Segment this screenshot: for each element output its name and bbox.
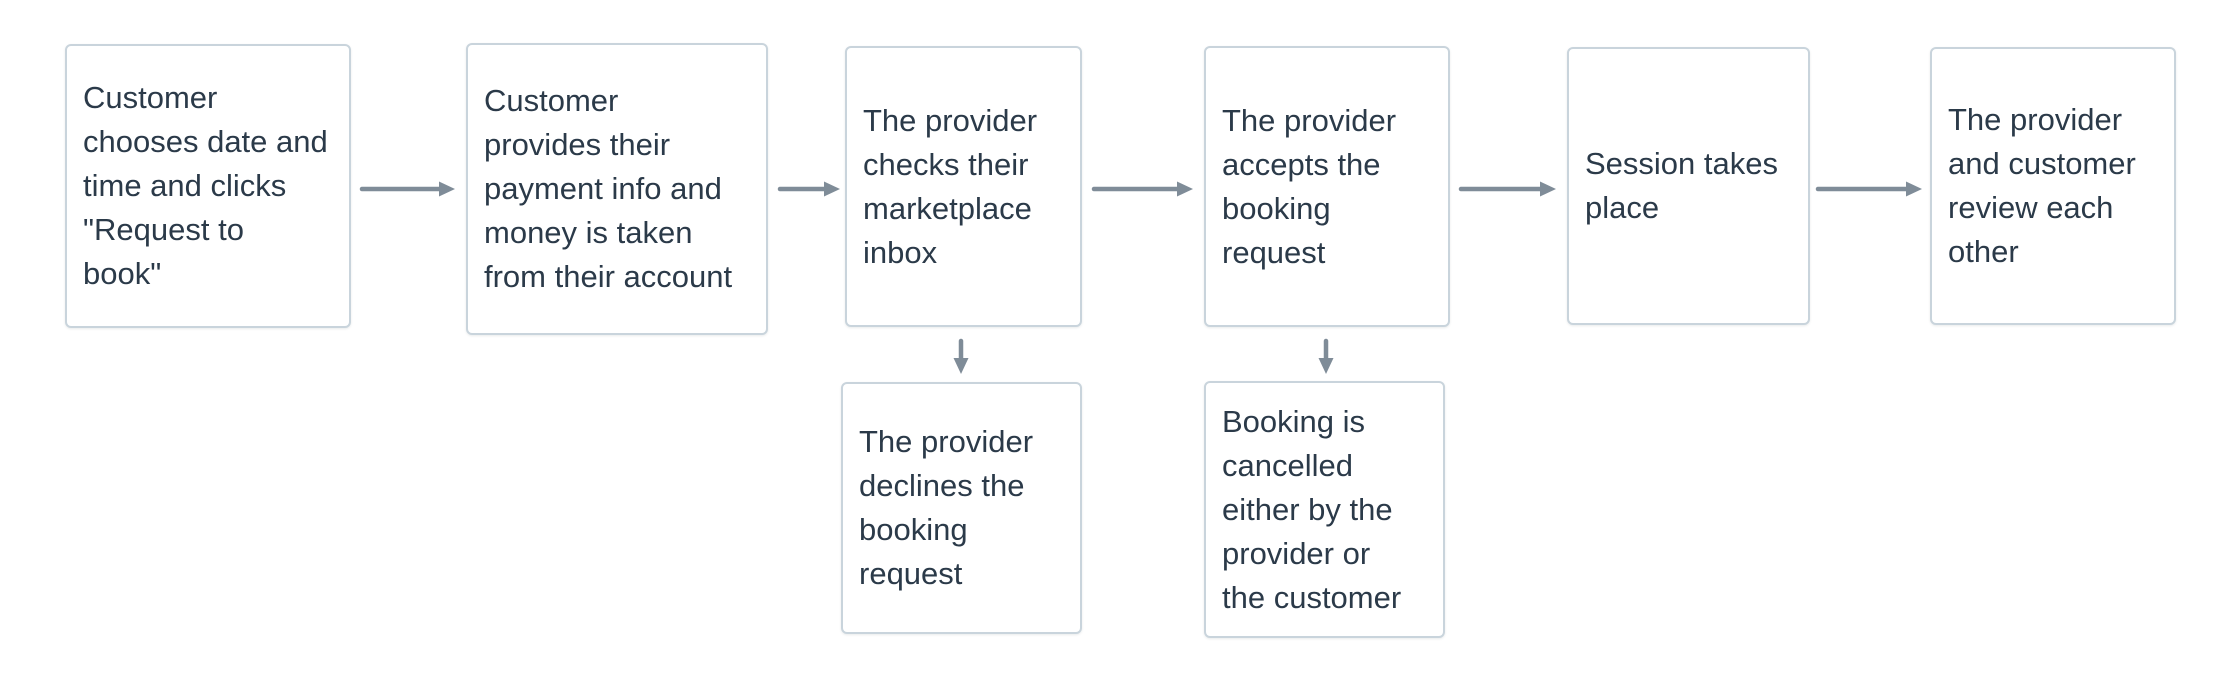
flow-node-text: Customer chooses date and time and click… xyxy=(83,80,328,291)
flow-node-accept-request: The provider accepts the booking request xyxy=(1204,46,1450,327)
arrow-inbox-to-decline xyxy=(953,338,969,374)
arrow-inbox-to-accept xyxy=(1091,181,1193,197)
flow-node-review: The provider and customer review each ot… xyxy=(1930,47,2176,325)
arrow-accept-to-session xyxy=(1458,181,1556,197)
flow-node-text: Session takes place xyxy=(1585,146,1778,225)
flow-node-decline-request: The provider declines the booking reques… xyxy=(841,382,1082,634)
flow-node-text: The provider checks their marketplace in… xyxy=(863,102,1038,270)
flow-node-text: Booking is cancelled either by the provi… xyxy=(1222,403,1402,615)
flow-node-text: The provider declines the booking reques… xyxy=(859,424,1034,591)
flow-node-booking-cancelled: Booking is cancelled either by the provi… xyxy=(1204,381,1445,638)
flow-node-payment-info: Customer provides their payment info and… xyxy=(466,43,768,335)
arrow-accept-to-cancelled xyxy=(1318,338,1334,374)
arrow-request-to-payment xyxy=(359,181,455,197)
flow-node-text: The provider and customer review each ot… xyxy=(1948,102,2136,269)
flow-node-text: Customer provides their payment info and… xyxy=(484,83,733,294)
flow-node-text: The provider accepts the booking request xyxy=(1222,102,1397,270)
arrow-payment-to-inbox xyxy=(777,181,840,197)
flow-node-session: Session takes place xyxy=(1567,47,1810,325)
flow-node-request-to-book: Customer chooses date and time and click… xyxy=(65,44,351,328)
flow-node-check-inbox: The provider checks their marketplace in… xyxy=(845,46,1082,327)
arrow-session-to-review xyxy=(1815,181,1922,197)
